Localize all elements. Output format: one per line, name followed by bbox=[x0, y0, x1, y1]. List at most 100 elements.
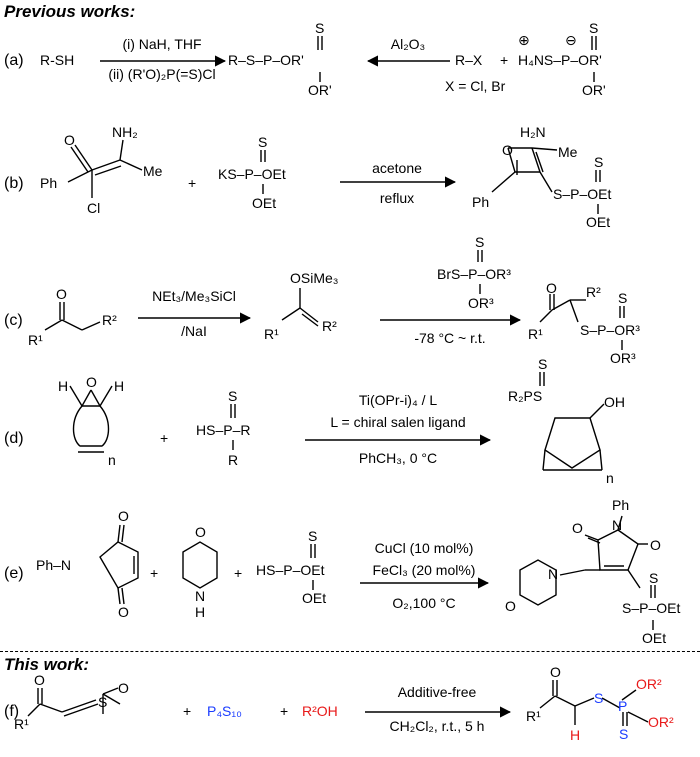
a-reactant: R-SH bbox=[40, 52, 75, 68]
b-phenyl: Ph bbox=[40, 175, 58, 191]
c-product-r1: R¹ bbox=[528, 326, 543, 342]
a-reagent-1: (i) NaH, THF bbox=[122, 36, 202, 52]
b-salt-top: S bbox=[258, 134, 268, 150]
e-morpholine-n: N bbox=[195, 588, 206, 604]
b-condition-1: acetone bbox=[372, 160, 422, 176]
e-product-n: N bbox=[612, 517, 623, 533]
f-product-or2-top: OR² bbox=[636, 676, 662, 692]
c-silyl-ether: OSiMe₃ bbox=[290, 270, 339, 286]
f-alcohol: R²OH bbox=[302, 703, 338, 719]
b-methyl: Me bbox=[143, 163, 163, 179]
row-b-label: (b) bbox=[4, 175, 24, 192]
section-divider bbox=[0, 651, 700, 652]
b-salt-bottom: OEt bbox=[252, 195, 277, 211]
d-reagent-bottom: R bbox=[228, 452, 239, 468]
row-e-label: (e) bbox=[4, 565, 24, 582]
f-p4s10: P₄S₁₀ bbox=[207, 703, 242, 719]
f-r1: R¹ bbox=[14, 716, 29, 732]
d-product-s: S bbox=[538, 356, 548, 372]
c-r1: R¹ bbox=[28, 332, 43, 348]
c-condition-3: -78 °C ~ r.t. bbox=[414, 330, 486, 346]
e-condition-3: O₂,100 °C bbox=[392, 595, 456, 611]
d-oxygen: O bbox=[86, 374, 97, 390]
e-product-o1: O bbox=[572, 520, 583, 536]
e-reagent-top: S bbox=[308, 528, 318, 544]
b-product-phenyl: Ph bbox=[472, 194, 490, 210]
d-n: n bbox=[108, 452, 116, 468]
b-product-oxygen: O bbox=[502, 142, 513, 158]
e-plus-1: + bbox=[150, 565, 159, 581]
e-condition-1: CuCl (10 mol%) bbox=[374, 540, 474, 556]
d-product-n: n bbox=[606, 470, 614, 486]
c-condition-2: /NaI bbox=[181, 323, 207, 339]
e-product-o2: O bbox=[650, 537, 661, 553]
f-sulfur: S bbox=[98, 694, 108, 710]
e-product-bottom: OEt bbox=[642, 630, 667, 646]
a-product-top: S bbox=[315, 20, 325, 36]
d-h-right: H bbox=[114, 378, 125, 394]
d-reagent: HS–P–R bbox=[196, 422, 251, 438]
this-work-heading: This work: bbox=[4, 655, 90, 674]
e-oxygen-bottom: O bbox=[118, 604, 129, 620]
e-product-morpholine-o: O bbox=[505, 598, 516, 614]
f-product-or2-right: OR² bbox=[648, 714, 674, 730]
c-product-top: S bbox=[618, 290, 628, 306]
e-condition-2: FeCl₃ (20 mol%) bbox=[372, 562, 476, 578]
previous-works-heading: Previous works: bbox=[4, 2, 136, 21]
a-reagent-2: (ii) (R'O)₂P(=S)Cl bbox=[108, 66, 216, 82]
f-condition-2: CH₂Cl₂, r.t., 5 h bbox=[389, 718, 485, 734]
b-product-methyl: Me bbox=[558, 144, 578, 160]
d-condition-2: L = chiral salen ligand bbox=[330, 414, 466, 430]
f-oxygen: O bbox=[34, 672, 45, 688]
b-plus: + bbox=[188, 175, 197, 191]
d-condition-3: PhCH₃, 0 °C bbox=[358, 450, 438, 466]
b-product-h2n: H₂N bbox=[520, 124, 546, 140]
a-x-definition: X = Cl, Br bbox=[445, 78, 506, 94]
c-reagent-top: S bbox=[475, 234, 485, 250]
f-product-p: P bbox=[618, 698, 628, 714]
a-salt-top: S bbox=[589, 20, 599, 36]
f-plus-2: + bbox=[280, 703, 289, 719]
f-product-s: S bbox=[594, 690, 604, 706]
b-product-bottom: OEt bbox=[586, 214, 611, 230]
d-plus: + bbox=[160, 430, 169, 446]
b-product-chain: S–P–OEt bbox=[553, 186, 612, 202]
c-oxygen: O bbox=[56, 286, 67, 302]
b-oxygen: O bbox=[64, 132, 75, 148]
a-salt: H₄NS–P–OR' bbox=[518, 52, 602, 68]
row-c-label: (c) bbox=[4, 312, 23, 329]
e-morpholine-o: O bbox=[195, 524, 206, 540]
f-plus-1: + bbox=[183, 703, 192, 719]
b-salt: KS–P–OEt bbox=[218, 166, 286, 182]
f-condition-1: Additive-free bbox=[397, 684, 477, 700]
e-reagent-bottom: OEt bbox=[302, 590, 327, 606]
c-product-oxygen: O bbox=[546, 280, 557, 296]
d-product-r2ps: R₂PS bbox=[508, 388, 543, 404]
b-condition-2: reflux bbox=[379, 190, 415, 206]
c-r2: R² bbox=[102, 312, 117, 328]
a-condition: Al₂O₃ bbox=[390, 36, 426, 52]
b-product-top: S bbox=[594, 154, 604, 170]
a-product-bottom: OR' bbox=[308, 82, 332, 98]
e-phenyl-n: Ph–N bbox=[36, 557, 72, 573]
row-f-label: (f) bbox=[4, 703, 20, 720]
f-product-h: H bbox=[570, 727, 581, 743]
b-chlorine: Cl bbox=[87, 200, 101, 216]
a-salt-bottom: OR' bbox=[582, 82, 606, 98]
e-product-morpholine-n: N bbox=[548, 566, 559, 582]
d-h-left: H bbox=[58, 378, 69, 394]
f-product-s2: S bbox=[619, 726, 629, 742]
a-plus-charge: ⊕ bbox=[518, 32, 530, 48]
b-nh2: NH₂ bbox=[112, 124, 138, 140]
e-reagent: HS–P–OEt bbox=[256, 562, 325, 578]
c-reagent: BrS–P–OR³ bbox=[437, 266, 511, 282]
e-plus-2: + bbox=[234, 565, 243, 581]
c-intermediate-r1: R¹ bbox=[264, 326, 279, 342]
e-morpholine-h: H bbox=[195, 604, 206, 620]
c-product-r2: R² bbox=[586, 284, 601, 300]
c-product-chain: S–P–OR³ bbox=[580, 322, 640, 338]
e-product-chain: S–P–OEt bbox=[622, 600, 681, 616]
d-product-oh: OH bbox=[604, 394, 625, 410]
a-alkyl-halide: R–X bbox=[455, 52, 483, 68]
